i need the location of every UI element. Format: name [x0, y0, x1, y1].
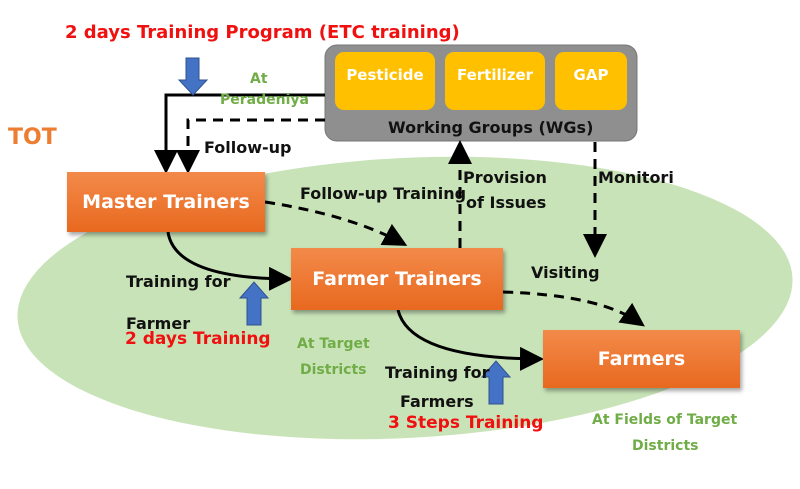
follow-up-dashed-line — [176, 118, 325, 174]
node-master-trainers: Master Trainers — [67, 172, 265, 232]
label-at-target: At Target — [297, 336, 370, 352]
label-provision: Provision — [463, 168, 547, 187]
label-peradeniya: Peradeniya — [220, 92, 309, 108]
wg-gap: GAP — [555, 52, 627, 110]
label-visiting: Visiting — [531, 263, 600, 282]
follow-up-training-arrow — [264, 200, 408, 246]
etc-training-line — [154, 93, 325, 174]
blue-down-arrow-icon — [177, 57, 209, 96]
label-farmer: Farmer — [126, 314, 191, 333]
label-follow-up: Follow-up — [204, 138, 292, 157]
label-monitoring: Monitori — [598, 168, 674, 187]
label-training-for: Training for — [126, 272, 231, 291]
label-3-steps-training: 3 Steps Training — [388, 413, 544, 433]
label-districts-2: Districts — [632, 438, 699, 454]
label-farmers: Farmers — [400, 392, 474, 411]
label-training-for-farmers: Training for — [385, 363, 490, 382]
label-of-issues: of Issues — [466, 193, 547, 212]
diagram-title: 2 days Training Program (ETC training) — [65, 22, 460, 43]
node-farmers: Farmers — [543, 330, 740, 388]
visiting-arrow — [502, 290, 645, 327]
tot-label: TOT — [8, 125, 57, 150]
label-at-fields: At Fields of Target — [592, 412, 738, 428]
label-districts: Districts — [300, 362, 367, 378]
label-follow-up-training: Follow-up Training — [300, 184, 467, 203]
working-groups-label: Working Groups (WGs) — [388, 118, 594, 137]
node-farmer-trainers: Farmer Trainers — [291, 248, 503, 310]
wg-pesticide: Pesticide — [335, 52, 435, 110]
blue-up-arrow-icon — [480, 360, 512, 405]
wg-fertilizer: Fertilizer — [445, 52, 545, 110]
label-2-days-training: 2 days Training — [125, 329, 271, 349]
training-for-farmer-arrow — [166, 231, 293, 291]
training-for-farmers-arrow — [396, 309, 544, 371]
blue-up-arrow-icon — [238, 281, 270, 326]
label-at: At — [250, 71, 268, 87]
